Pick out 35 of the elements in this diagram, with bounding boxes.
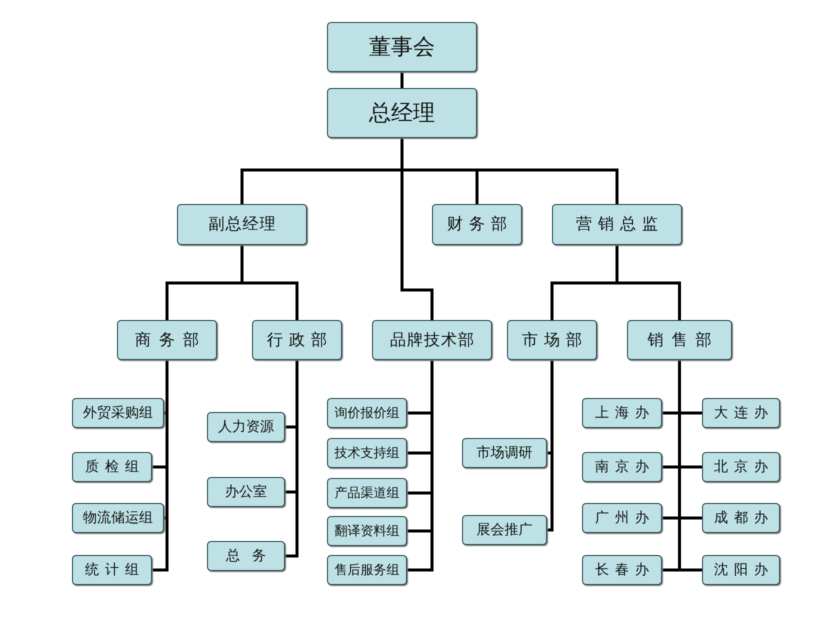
org-unit-box: 总务	[207, 541, 285, 571]
org-unit-box: 询价报价组	[327, 398, 407, 428]
org-unit-box: 成都办	[702, 503, 780, 533]
org-unit-box: 行政部	[252, 320, 342, 360]
org-unit-box: 人力资源	[207, 412, 285, 442]
org-unit-box: 董事会	[327, 22, 477, 72]
org-unit-box: 长春办	[582, 555, 662, 585]
org-unit-box: 物流储运组	[72, 503, 164, 533]
org-unit-box: 营销总监	[552, 204, 682, 245]
connector-line	[240, 245, 298, 320]
org-unit-box: 南京办	[582, 452, 662, 482]
org-unit-box: 展会推广	[462, 515, 547, 545]
org-unit-box: 翻译资料组	[327, 516, 407, 546]
connector-line	[400, 72, 404, 88]
org-unit-box: 产品渠道组	[327, 478, 407, 508]
org-unit-box: 副总经理	[177, 204, 307, 245]
org-unit-box: 外贸采购组	[72, 398, 164, 428]
org-unit-box: 北京办	[702, 452, 780, 482]
org-unit-box: 广州办	[582, 503, 662, 533]
org-unit-box: 大连办	[702, 398, 780, 428]
org-unit-box: 办公室	[207, 477, 285, 507]
org-unit-box: 技术支持组	[327, 438, 407, 468]
org-unit-box: 市场调研	[462, 438, 547, 468]
org-unit-box: 商务部	[117, 320, 217, 360]
org-unit-box: 统计组	[72, 555, 152, 585]
connector-line	[616, 245, 681, 320]
org-unit-box: 沈阳办	[702, 555, 780, 585]
org-unit-box: 总经理	[327, 88, 477, 138]
org-unit-box: 上海办	[582, 398, 662, 428]
org-unit-box: 质检组	[72, 452, 152, 482]
org-unit-box: 售后服务组	[327, 555, 407, 585]
org-unit-box: 品牌技术部	[372, 320, 492, 360]
org-unit-box: 销售部	[627, 320, 732, 360]
org-unit-box: 财务部	[432, 204, 522, 245]
org-unit-box: 市场部	[507, 320, 597, 360]
